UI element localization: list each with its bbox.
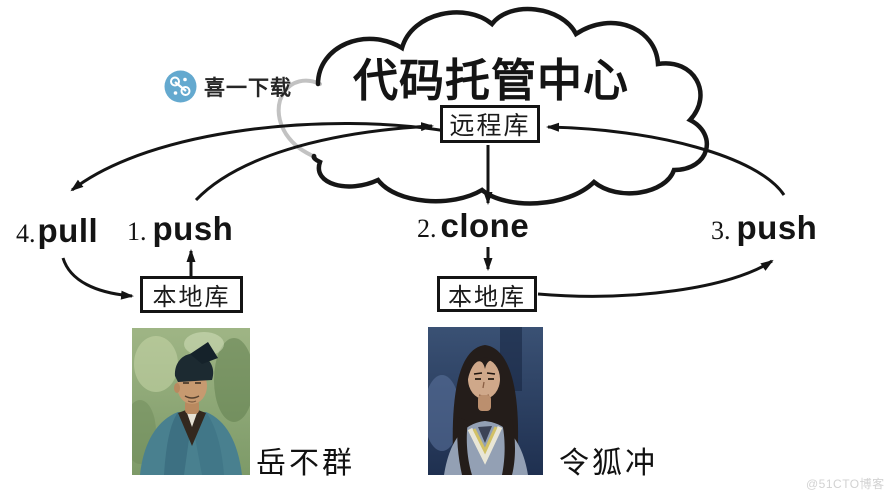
local-repo-right-label: 本地库	[448, 284, 526, 311]
push3-arrow-upper	[546, 122, 786, 196]
site-watermark: 喜一下载	[164, 70, 292, 103]
person-name-linghu-chong: 令狐冲	[559, 447, 658, 480]
remote-repo-box: 远程库	[440, 105, 540, 143]
push3-number: 3.	[711, 216, 731, 245]
clone-number: 2.	[417, 214, 437, 243]
pull-word: pull	[37, 212, 99, 249]
push1-word: push	[152, 210, 234, 247]
cloud-outline	[311, 6, 709, 206]
action-label-pull: 4. pull	[16, 212, 98, 250]
pull-number: 4.	[16, 219, 36, 248]
local-repo-left-label: 本地库	[152, 285, 231, 311]
push1-arrow-upper	[194, 122, 434, 202]
clone-word: clone	[440, 207, 530, 244]
action-label-push3: 3. push	[711, 209, 817, 247]
local-repo-left-box: 本地库	[140, 276, 243, 313]
cloud-gray-arc	[276, 78, 322, 159]
yue-buqun-photo	[124, 328, 254, 475]
local-repo-right-box: 本地库	[437, 276, 537, 312]
share-nodes-icon	[164, 70, 197, 103]
person-name-yue-buqun: 岳不群	[256, 447, 355, 480]
remote-repo-label: 远程库	[449, 113, 531, 140]
push3-word: push	[736, 209, 818, 246]
watermark-label: 喜一下载	[204, 76, 292, 100]
cloud-title: 代码托管中心	[352, 56, 629, 106]
credit-watermark: @51CTO博客	[806, 477, 885, 491]
linghu-chong-photo	[424, 327, 543, 475]
pull-arrow-upper	[70, 121, 447, 192]
action-label-clone: 2. clone	[417, 207, 529, 245]
pull-arrow-lower	[61, 257, 134, 300]
push1-number: 1.	[127, 217, 147, 246]
push3-arrow-lower	[537, 259, 774, 298]
action-label-push1: 1. push	[127, 210, 233, 248]
